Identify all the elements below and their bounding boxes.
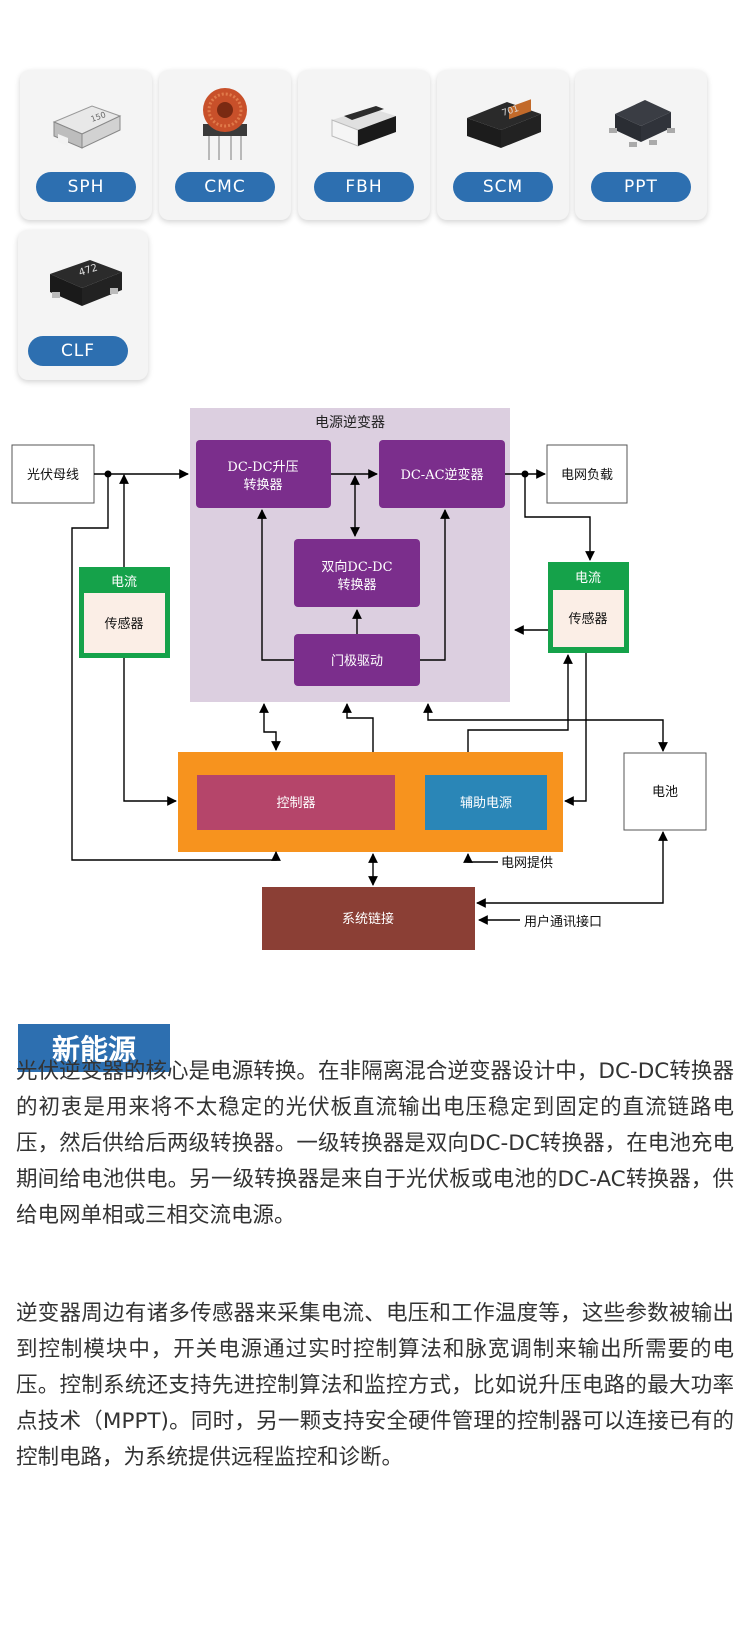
battery-label: 电池 (652, 785, 678, 800)
bidir-dcdc-block (294, 539, 420, 607)
controller-block (197, 775, 395, 830)
sensor-left-top-label: 电流 (111, 575, 137, 590)
bidir-dcdc-label-1: 双向DC-DC (321, 559, 392, 575)
connector-lines (71, 469, 668, 925)
inverter-block-diagram: 电源逆变器 DC-DC升压 转换器 DC-AC逆变器 双向DC-DC 转换器 门… (11, 408, 707, 950)
junction-dot-pv (104, 470, 112, 478)
sensor-right-inner (553, 590, 624, 647)
cmc-choke-icon (203, 88, 247, 160)
sensor-right-top-label: 电流 (575, 571, 601, 586)
sph-inductor-icon: 150 (52, 105, 122, 149)
aux-power-label: 辅助电源 (460, 796, 512, 811)
product-label-fbh[interactable]: FBH (314, 172, 414, 202)
product-label-sph[interactable]: SPH (36, 172, 136, 202)
product-card-clf[interactable]: 472 CLF (18, 230, 148, 380)
dcdc-boost-block (196, 440, 331, 508)
junction-dot-grid (521, 470, 529, 478)
user-comm-label: 用户通讯接口 (524, 914, 602, 930)
pv-bus-label: 光伏母线 (27, 468, 79, 483)
bidir-dcdc-label-2: 转换器 (337, 578, 376, 593)
grid-load-box (546, 444, 628, 504)
dcdc-boost-label-1: DC-DC升压 (227, 460, 298, 475)
system-link-label: 系统链接 (342, 911, 394, 927)
paragraph-1: 光伏逆变器的核心是电源转换。在非隔离混合逆变器设计中，DC-DC转换器的初衷是用… (16, 1059, 734, 1228)
product-card-ppt[interactable]: PPT (575, 70, 707, 220)
product-card-fbh[interactable]: FBH (298, 70, 430, 220)
controller-label: 控制器 (276, 796, 315, 811)
sensor-left-bottom-label: 传感器 (104, 616, 143, 632)
product-card-cmc[interactable]: CMC (159, 70, 291, 220)
sensor-right-bottom-label: 传感器 (568, 611, 607, 627)
sensor-left-inner (84, 593, 165, 653)
battery-box (623, 752, 707, 831)
product-card-scm[interactable]: 701 SCM (437, 70, 569, 220)
grid-load-label: 电网负载 (561, 468, 613, 483)
grid-supply-label: 电网提供 (501, 855, 553, 871)
dcdc-boost-label-2: 转换器 (243, 478, 282, 493)
ppt-transformer-icon (609, 100, 675, 147)
dcac-label: DC-AC逆变器 (400, 467, 483, 483)
system-link-block (262, 887, 475, 950)
gate-driver-label: 门极驱动 (331, 654, 383, 669)
paragraph-2: 逆变器周边有诸多传感器来采集电流、电压和工作温度等，这些参数被输出到控制模块中，… (16, 1301, 734, 1470)
product-card-sph[interactable]: 150 SPH (20, 70, 152, 220)
product-label-clf[interactable]: CLF (28, 336, 128, 366)
gate-driver-block (294, 634, 420, 686)
section-title: 新能源 (18, 1024, 170, 1072)
product-label-cmc[interactable]: CMC (175, 172, 275, 202)
inverter-title: 电源逆变器 (315, 415, 385, 431)
dcac-block (379, 440, 505, 508)
clf-inductor-icon: 472 (50, 260, 122, 306)
product-label-ppt[interactable]: PPT (591, 172, 691, 202)
aux-power-block (425, 775, 547, 830)
pv-bus-box (11, 444, 95, 504)
scm-inductor-icon: 701 (467, 99, 541, 148)
product-label-scm[interactable]: SCM (453, 172, 553, 202)
fbh-bead-icon (331, 106, 396, 147)
